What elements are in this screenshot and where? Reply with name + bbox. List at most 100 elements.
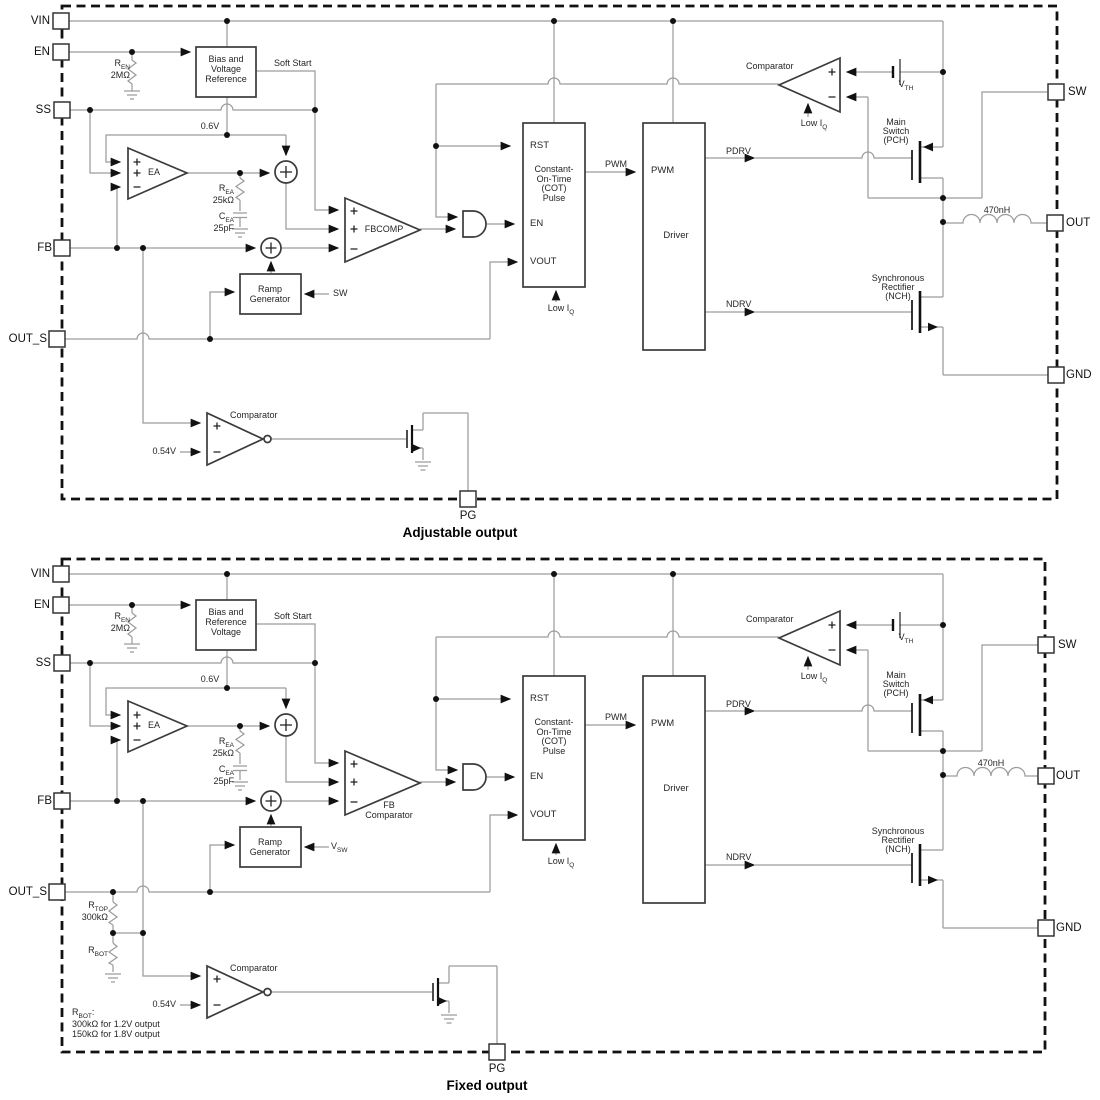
pg-ref-label: 0.54V bbox=[152, 446, 176, 456]
blocks bbox=[127, 46, 841, 467]
junction-dots bbox=[87, 18, 946, 342]
ramp-input-label: SW bbox=[333, 288, 348, 298]
pdrv-label: PDRV bbox=[726, 146, 751, 156]
pin-label-out-s: OUT_S bbox=[8, 886, 47, 898]
driver-block bbox=[642, 675, 706, 904]
pin-label-gnd: GND bbox=[1066, 369, 1092, 381]
driver-label: Driver bbox=[663, 783, 689, 794]
ss-pad bbox=[53, 101, 71, 119]
cot-block bbox=[522, 675, 586, 841]
vin-pad bbox=[52, 565, 70, 583]
vth-label: VTH bbox=[898, 632, 914, 645]
cot-rst-port: RST bbox=[530, 693, 549, 704]
cot-en-port: EN bbox=[530, 218, 544, 229]
ren-label: REN 2MΩ bbox=[110, 611, 130, 634]
pin-label-sw: SW bbox=[1058, 639, 1077, 651]
pin-label-fb: FB bbox=[37, 795, 52, 807]
pin-label-en: EN bbox=[34, 46, 50, 58]
comparator-label: Comparator bbox=[746, 614, 794, 624]
low-iq-comparator bbox=[776, 609, 841, 667]
cot-rst-port: RST bbox=[530, 140, 549, 151]
inductor-label: 470nH bbox=[983, 205, 1011, 215]
soft-start-label: Soft Start bbox=[274, 58, 312, 68]
transistors bbox=[432, 612, 938, 1006]
pdrv-label: PDRV bbox=[726, 699, 751, 709]
fixed-output-diagram: VIN EN SS FB OUT_S SW OUT GND PG Fixed o… bbox=[0, 553, 1100, 1100]
soft-start-label: Soft Start bbox=[274, 611, 312, 621]
pin-label-pg: PG bbox=[459, 510, 477, 522]
polarity-marks bbox=[133, 68, 836, 453]
vth-label: VTH bbox=[898, 79, 914, 92]
rbot-label: RBOT bbox=[88, 945, 108, 958]
open-drain-bubble bbox=[263, 987, 272, 997]
vref-label: 0.6V bbox=[200, 121, 220, 131]
vin-pad bbox=[52, 12, 70, 30]
ren-label: REN 2MΩ bbox=[110, 58, 130, 81]
cot-body-label: Constant-On-Time (COT)Pulse bbox=[534, 164, 574, 204]
pin-label-en: EN bbox=[34, 599, 50, 611]
fb-comparator bbox=[344, 749, 423, 817]
cea-label: CEA 25pF bbox=[213, 764, 234, 787]
rbot-note: RBOT: 300kΩ for 1.2V output 150kΩ for 1.… bbox=[72, 1007, 160, 1040]
pg-ref-label: 0.54V bbox=[152, 999, 176, 1009]
inductor bbox=[943, 213, 1047, 224]
rtop-label: RTOP 300kΩ bbox=[81, 900, 108, 923]
gnd-pad bbox=[1047, 366, 1065, 384]
pin-label-out: OUT bbox=[1056, 770, 1081, 782]
driver-block bbox=[642, 122, 706, 351]
out-s-pad bbox=[48, 883, 66, 901]
wires bbox=[65, 20, 1048, 491]
pin-label-out-s: OUT_S bbox=[8, 333, 47, 345]
fb-pad bbox=[53, 239, 71, 257]
en-pad bbox=[52, 596, 70, 614]
pg-comparator-label: Comparator bbox=[230, 410, 278, 420]
pwm-signal-label: PWM bbox=[605, 712, 627, 722]
comparator-low-iq-label: Low IQ bbox=[800, 671, 828, 684]
inductor bbox=[943, 766, 1038, 777]
junction-dots bbox=[87, 571, 946, 936]
ndrv-label: NDRV bbox=[726, 299, 752, 309]
rea-label: REA 25kΩ bbox=[212, 736, 234, 759]
ramp-input-label: VSW bbox=[331, 841, 348, 854]
pin-label-sw: SW bbox=[1068, 86, 1087, 98]
pin-label-vin: VIN bbox=[30, 568, 50, 580]
pg-pad bbox=[459, 490, 477, 508]
pin-label-fb: FB bbox=[37, 242, 52, 254]
pin-label-ss: SS bbox=[35, 657, 51, 669]
error-amplifier bbox=[127, 699, 190, 754]
cot-vout-port: VOUT bbox=[530, 809, 557, 820]
ea-label: EA bbox=[148, 720, 161, 730]
pwm-signal-label: PWM bbox=[605, 159, 627, 169]
polarity-marks bbox=[133, 621, 836, 1006]
driver-pwm-port: PWM bbox=[651, 718, 675, 729]
fb-pad bbox=[53, 792, 71, 810]
pin-label-pg: PG bbox=[488, 1063, 506, 1075]
fb-comparator bbox=[344, 196, 423, 264]
diagram-caption: Fixed output bbox=[446, 1078, 528, 1093]
error-amplifier bbox=[127, 146, 190, 201]
ramp-generator-block bbox=[239, 826, 302, 868]
adjustable-output-diagram: VIN EN SS FB OUT_S SW OUT GND PG Adjusta… bbox=[8, 4, 1092, 539]
pin-label-out: OUT bbox=[1066, 217, 1091, 229]
pin-label-vin: VIN bbox=[30, 15, 50, 27]
sw-pad bbox=[1037, 636, 1055, 654]
open-drain-bubble bbox=[263, 434, 272, 444]
and-gate bbox=[462, 763, 487, 791]
out-pad bbox=[1046, 214, 1064, 232]
sw-pad bbox=[1047, 83, 1065, 101]
low-iq-comparator bbox=[776, 56, 841, 114]
en-pad bbox=[52, 43, 70, 61]
gnd-pad bbox=[1037, 919, 1055, 937]
rea-label: REA 25kΩ bbox=[212, 183, 234, 206]
inductor-label: 470nH bbox=[977, 758, 1005, 768]
ramp-generator-block bbox=[239, 273, 302, 315]
and-gate bbox=[462, 210, 487, 238]
cot-low-iq-label: Low IQ bbox=[547, 856, 575, 869]
